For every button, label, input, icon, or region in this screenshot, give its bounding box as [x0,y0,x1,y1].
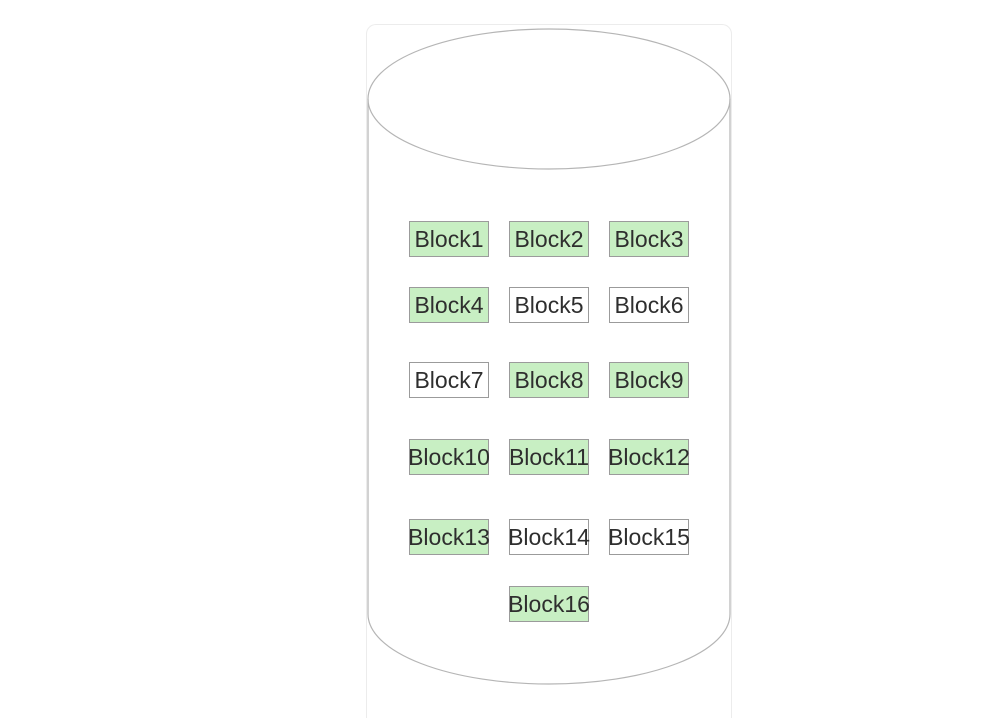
block-label: Block14 [508,524,590,550]
block-node: Block3 [609,221,689,257]
block-node: Block13 [408,519,490,555]
block-node: Block16 [508,586,590,622]
block-node: Block6 [609,287,689,323]
block-node: Block8 [509,362,589,398]
block-row: Block13 Block14 Block15 [367,519,731,555]
block-node: Block9 [609,362,689,398]
block-node: Block7 [409,362,489,398]
block-label: Block3 [614,226,684,252]
block-label: Block2 [514,226,584,252]
block-row: Block7 Block8 Block9 [367,362,731,398]
block-label: Block12 [608,444,690,470]
block-row: Block10 Block11 Block12 [367,439,731,475]
block-label: Block10 [408,444,490,470]
block-row: Block4 Block5 Block6 [367,287,731,323]
block-label: Block16 [508,591,590,617]
cylinder-shape [367,28,731,685]
block-label: Block8 [514,367,584,393]
block-node: Block10 [408,439,490,475]
block-node: Block15 [608,519,690,555]
block-label: Block7 [414,367,484,393]
block-node: Block14 [508,519,590,555]
block-row: Block1 Block2 Block3 [367,221,731,257]
block-label: Block6 [614,292,684,318]
block-node: Block11 [509,439,589,475]
cylinder-body-outline [367,99,731,685]
block-row: Block16 [367,586,731,622]
block-node: Block2 [509,221,589,257]
block-label: Block13 [408,524,490,550]
block-node: Block4 [409,287,489,323]
block-node: Block1 [409,221,489,257]
block-label: Block15 [608,524,690,550]
block-label: Block5 [514,292,584,318]
block-label: Block1 [414,226,484,252]
block-node: Block5 [509,287,589,323]
block-label: Block11 [508,444,590,470]
block-label: Block4 [414,292,484,318]
block-label: Block9 [614,367,684,393]
block-node: Block12 [608,439,690,475]
